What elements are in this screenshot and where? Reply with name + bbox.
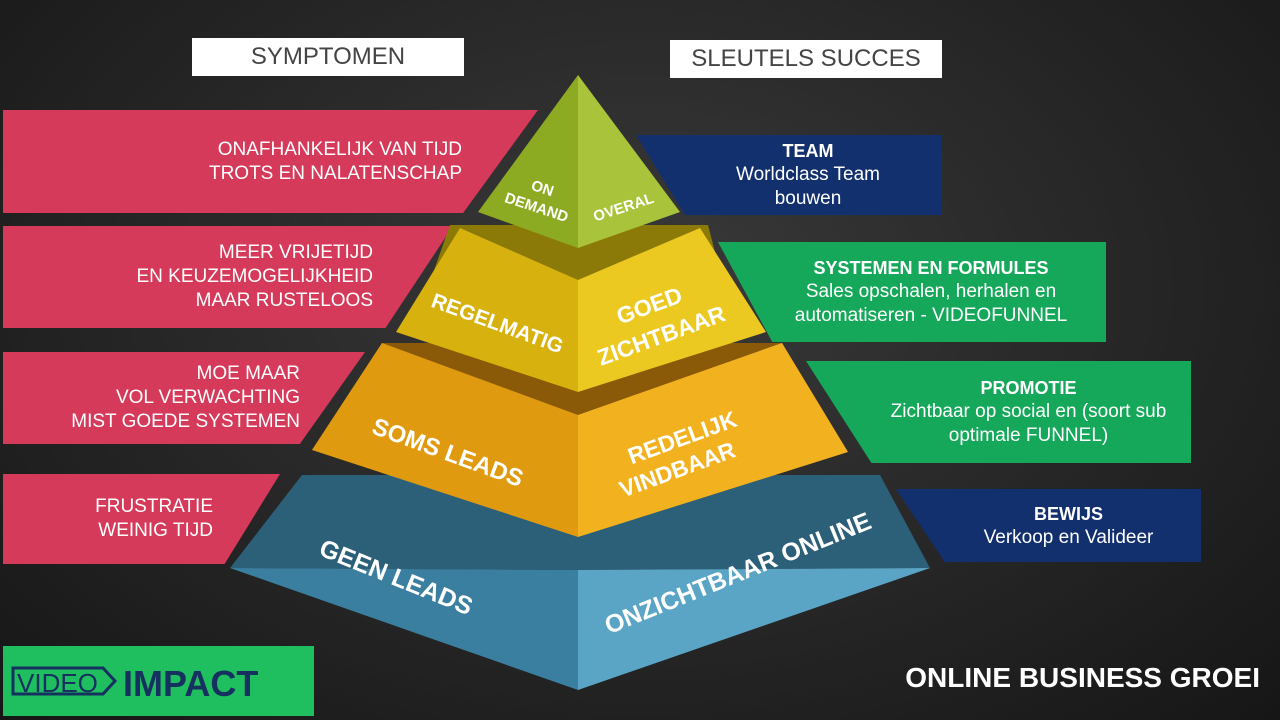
symptom-band-3: MOE MAAR VOL VERWACHTING MIST GOEDE SYST… (3, 352, 365, 444)
key-title: BEWIJS (1033, 503, 1103, 524)
symptom-band-4: FRUSTRATIE WEINIG TIJD (3, 474, 280, 564)
symptom-line: WEINIG TIJD (98, 520, 213, 541)
key-title: TEAM (782, 141, 834, 161)
symptom-line: FRUSTRATIE (95, 496, 213, 517)
level1-left-label-1: ON (529, 177, 556, 200)
symptom-line: MAAR RUSTELOOS (195, 290, 373, 311)
logo-word-impact: IMPACT (123, 663, 258, 704)
pyramid-level4-left (230, 568, 578, 690)
key-promotion: PROMOTIE Zichtbaar op social en (soort s… (806, 361, 1191, 463)
symptom-line: TROTS EN NALATENSCHAP (208, 162, 462, 184)
key-proof: BEWIJS Verkoop en Valideer (896, 489, 1201, 562)
symptom-line: MEER VRIJETIJD (218, 242, 373, 263)
key-title: SYSTEMEN EN FORMULES (813, 258, 1049, 278)
pyramid-level2-right (578, 228, 766, 392)
symptoms-header: SYMPTOMEN (192, 38, 464, 76)
key-line: optimale FUNNEL) (948, 425, 1109, 446)
logo-word-video: VIDEO (17, 668, 98, 698)
key-title: PROMOTIE (980, 378, 1077, 398)
logo-graphic: VIDEO IMPACT (11, 663, 258, 704)
key-line: Zichtbaar op social en (soort sub (890, 401, 1167, 422)
pyramid-level2-left (396, 228, 578, 392)
video-impact-logo: VIDEO IMPACT (3, 646, 314, 716)
key-team: TEAM Worldclass Team bouwen (636, 135, 942, 215)
brand-title: ONLINE BUSINESS GROEI (905, 662, 1260, 693)
symptom-band-1: ONAFHANKELIJK VAN TIJD TROTS EN NALATENS… (3, 110, 538, 213)
symptom-line: ONAFHANKELIJK VAN TIJD (217, 138, 462, 160)
symptom-line: VOL VERWACHTING (115, 387, 300, 408)
key-line: Sales opschalen, herhalen en (805, 281, 1057, 302)
symptom-line: MIST GOEDE SYSTEMEN (71, 411, 300, 432)
key-systems: SYSTEMEN EN FORMULES Sales opschalen, he… (718, 242, 1106, 342)
pyramid-level3-right (578, 343, 848, 537)
symptom-line: MOE MAAR (196, 363, 300, 384)
pyramid-level1-right (578, 75, 680, 248)
key-line: Verkoop en Valideer (983, 526, 1154, 548)
success-keys-header: SLEUTELS SUCCES (670, 40, 942, 78)
key-line: automatiseren - VIDEOFUNNEL (794, 305, 1068, 326)
symptom-line: EN KEUZEMOGELIJKHEID (136, 266, 374, 287)
pyramid-level3-left (312, 343, 578, 537)
pyramid-level1-left (478, 75, 578, 248)
key-line: bouwen (774, 188, 842, 209)
pyramid-level4-right (578, 568, 930, 690)
key-line: Worldclass Team (736, 164, 880, 185)
symptom-band-2: MEER VRIJETIJD EN KEUZEMOGELIJKHEID MAAR… (3, 226, 453, 328)
